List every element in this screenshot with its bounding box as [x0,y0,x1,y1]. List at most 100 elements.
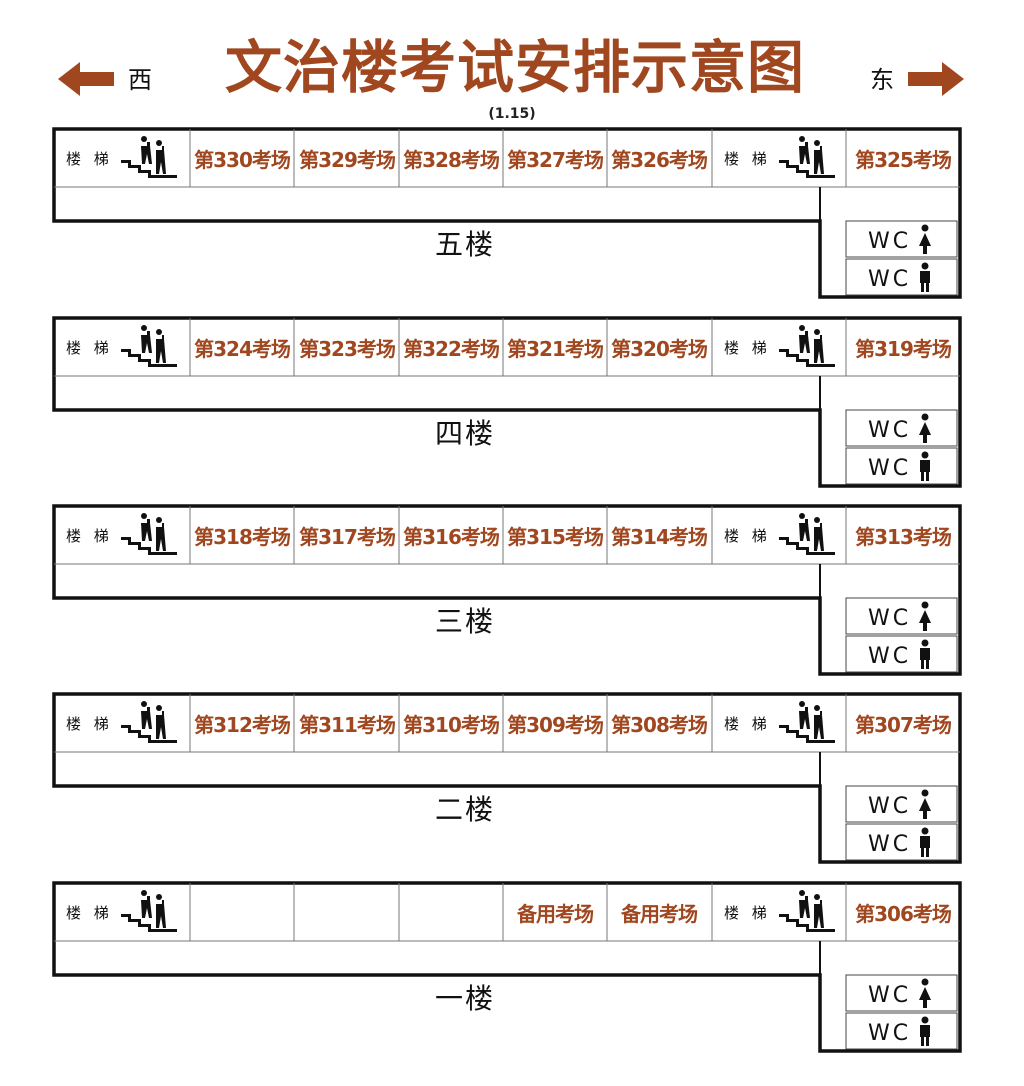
stair-west: 楼 梯 [54,885,190,939]
exam-room: 第329考场 [299,147,396,172]
stairs-icon [119,511,179,559]
stair-label: 楼 梯 [724,338,771,357]
exam-room: 第327考场 [507,147,604,172]
stair-label: 楼 梯 [66,338,113,357]
exam-room [295,885,399,939]
stair-label: 楼 梯 [724,526,771,545]
stair-east: 楼 梯 [712,320,846,374]
wc-male: WC [848,450,958,486]
stairs-icon [777,323,837,371]
stairs-icon [777,134,837,182]
wc-female: WC [848,977,958,1013]
exam-room: 第323考场 [299,336,396,361]
floor-label: 四楼 [434,417,495,450]
wc-label: WC [868,266,912,292]
exam-room-east: 第307考场 [855,712,952,737]
wc-label: WC [868,831,912,857]
wc-female: WC [848,600,958,636]
wc-label: WC [868,643,912,669]
wc-male: WC [848,1015,958,1051]
floor-4: 楼 梯楼 梯第324考场第323考场第322考场第321考场第320考场第319… [0,316,1024,492]
exam-room: 第321考场 [507,336,604,361]
exam-room: 第317考场 [299,524,396,549]
exam-room: 第326考场 [611,147,708,172]
header: 西 文治楼考试安排示意图 (1.15) 东 [0,0,1024,128]
stair-label: 楼 梯 [66,149,113,168]
stair-west: 楼 梯 [54,131,190,185]
female-icon [917,978,933,1012]
floor-3: 楼 梯楼 梯第318考场第317考场第316考场第315考场第314考场第313… [0,504,1024,680]
arrow-right-icon [908,62,964,96]
page-title: 文治楼考试安排示意图 [225,34,805,101]
exam-room [399,885,503,939]
wc-female: WC [848,788,958,824]
stair-west: 楼 梯 [54,320,190,374]
exam-room: 第315考场 [507,524,604,549]
stairs-icon [119,323,179,371]
floor-outline [52,504,962,676]
wc-label: WC [868,605,912,631]
stair-label: 楼 梯 [724,149,771,168]
wc-female: WC [848,223,958,259]
stairs-icon [119,699,179,747]
male-icon [917,639,933,673]
floor-outline [52,881,962,1053]
exam-room-east: 第325考场 [855,147,952,172]
male-icon [917,451,933,485]
stair-label: 楼 梯 [66,714,113,733]
wc-label: WC [868,228,912,254]
floor-label: 三楼 [434,605,495,638]
wc-label: WC [868,417,912,443]
wc-male: WC [848,638,958,674]
exam-room: 第316考场 [403,524,500,549]
stair-label: 楼 梯 [724,903,771,922]
floor-label: 五楼 [434,228,495,261]
stairs-icon [119,134,179,182]
floor-label: 一楼 [434,982,495,1015]
stairs-icon [777,511,837,559]
exam-room: 第324考场 [194,336,291,361]
exam-room: 第311考场 [299,712,396,737]
male-icon [917,1016,933,1050]
female-icon [917,789,933,823]
stair-east: 楼 梯 [712,131,846,185]
stair-label: 楼 梯 [66,526,113,545]
stair-east: 楼 梯 [712,696,846,750]
stair-label: 楼 梯 [66,903,113,922]
exam-room: 第330考场 [194,147,291,172]
exam-room [190,885,294,939]
wc-female: WC [848,412,958,448]
floor-5: 楼 梯楼 梯第330考场第329考场第328考场第327考场第326考场第325… [0,127,1024,303]
female-icon [917,224,933,258]
female-icon [917,601,933,635]
floor-1: 楼 梯 楼 梯 备用考场 备用考场 第306考场一楼 WC WC [0,881,1024,1057]
wc-label: WC [868,455,912,481]
arrow-left-icon [58,62,114,96]
female-icon [917,413,933,447]
wc-male: WC [848,826,958,862]
exam-room: 第309考场 [507,712,604,737]
exam-room-east: 第313考场 [855,524,952,549]
exam-room: 第320考场 [611,336,708,361]
exam-room-east: 第319考场 [855,336,952,361]
floor-outline [52,127,962,299]
wc-label: WC [868,982,912,1008]
exam-room-east: 第306考场 [855,901,952,926]
male-icon [917,827,933,861]
stair-east: 楼 梯 [712,885,846,939]
west-label: 西 [128,66,152,94]
stairs-icon [119,888,179,936]
stair-east: 楼 梯 [712,508,846,562]
floor-2: 楼 梯楼 梯第312考场第311考场第310考场第309考场第308考场第307… [0,692,1024,868]
wc-male: WC [848,261,958,297]
stairs-icon [777,699,837,747]
male-icon [917,262,933,296]
stair-west: 楼 梯 [54,508,190,562]
exam-room: 备用考场 [517,901,594,926]
exam-room: 第310考场 [403,712,500,737]
stairs-icon [777,888,837,936]
floor-outline [52,316,962,488]
page-subtitle: (1.15) [488,106,536,122]
exam-room: 第308考场 [611,712,708,737]
exam-room: 备用考场 [621,901,698,926]
